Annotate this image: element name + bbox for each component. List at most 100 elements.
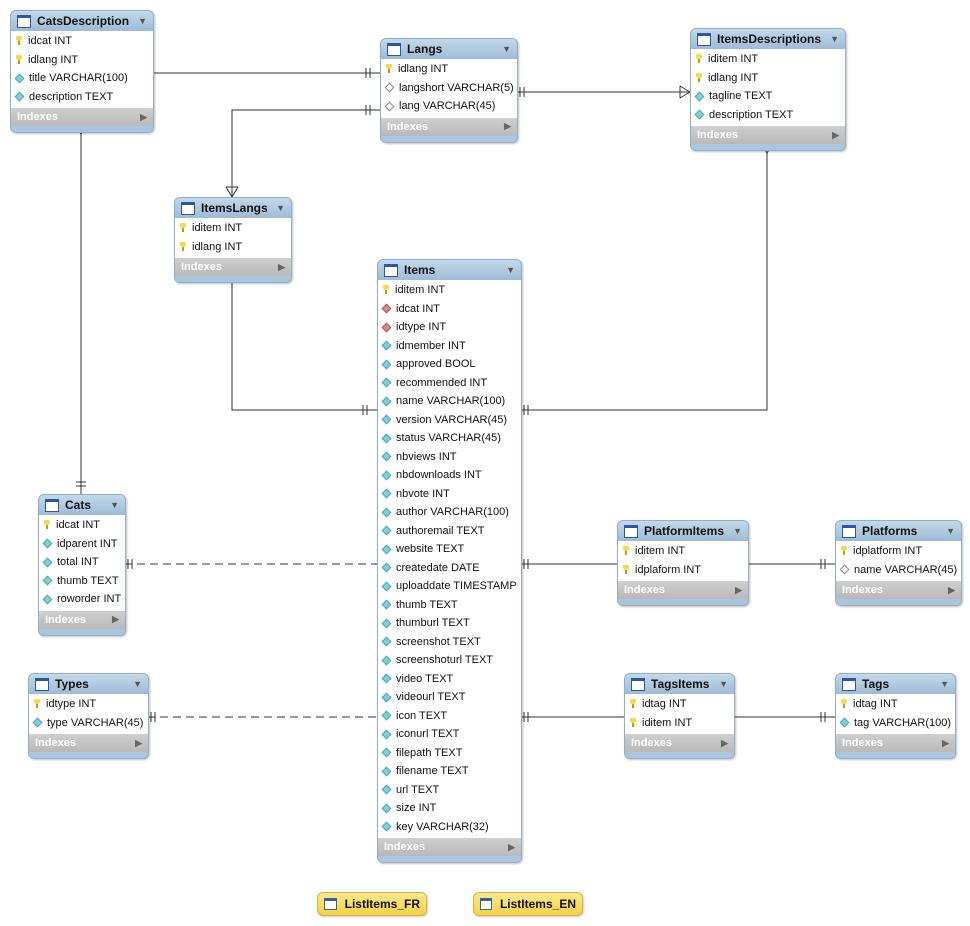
collapse-arrow-icon[interactable]: ▼: [138, 16, 147, 26]
collapse-arrow-icon[interactable]: ▼: [940, 679, 949, 689]
view-listitems-fr[interactable]: ListItems_FR: [317, 892, 427, 916]
table-header[interactable]: Tags ▼: [836, 674, 955, 694]
column-row[interactable]: idcat INT: [378, 300, 521, 319]
column-row[interactable]: thumb TEXT: [39, 572, 125, 591]
column-row[interactable]: iconurl TEXT: [378, 725, 521, 744]
column-row[interactable]: idmember INT: [378, 337, 521, 356]
column-row[interactable]: screenshoturl TEXT: [378, 651, 521, 670]
column-row[interactable]: authoremail TEXT: [378, 522, 521, 541]
collapse-arrow-icon[interactable]: ▼: [830, 34, 839, 44]
expand-arrow-icon[interactable]: ▶: [942, 737, 949, 748]
column-row[interactable]: size INT: [378, 799, 521, 818]
collapse-arrow-icon[interactable]: ▼: [276, 203, 285, 213]
expand-arrow-icon[interactable]: ▶: [140, 111, 147, 122]
column-row[interactable]: approved BOOL: [378, 355, 521, 374]
collapse-arrow-icon[interactable]: ▼: [133, 679, 142, 689]
column-row[interactable]: video TEXT: [378, 670, 521, 689]
column-row[interactable]: description TEXT: [11, 88, 153, 107]
column-row[interactable]: idtype INT: [378, 318, 521, 337]
column-row[interactable]: nbdownloads INT: [378, 466, 521, 485]
collapse-arrow-icon[interactable]: ▼: [733, 526, 742, 536]
column-row[interactable]: idtag INT: [836, 695, 955, 714]
table-header[interactable]: Items ▼: [378, 260, 521, 280]
column-row[interactable]: thumb TEXT: [378, 596, 521, 615]
column-row[interactable]: recommended INT: [378, 374, 521, 393]
column-row[interactable]: name VARCHAR(45): [836, 561, 961, 580]
column-row[interactable]: idlang INT: [381, 60, 517, 79]
table-header[interactable]: TagsItems ▼: [625, 674, 734, 694]
column-row[interactable]: description TEXT: [691, 106, 845, 125]
column-row[interactable]: status VARCHAR(45): [378, 429, 521, 448]
column-row[interactable]: idlang INT: [175, 238, 291, 257]
column-row[interactable]: idplatform INT: [836, 542, 961, 561]
column-row[interactable]: iditem INT: [691, 50, 845, 69]
column-row[interactable]: roworder INT: [39, 590, 125, 609]
column-row[interactable]: langshort VARCHAR(5): [381, 79, 517, 98]
column-row[interactable]: iditem INT: [378, 281, 521, 300]
column-row[interactable]: author VARCHAR(100): [378, 503, 521, 522]
expand-arrow-icon[interactable]: ▶: [112, 614, 119, 624]
collapse-arrow-icon[interactable]: ▼: [110, 500, 119, 510]
column-row[interactable]: iditem INT: [625, 714, 734, 733]
expand-arrow-icon[interactable]: ▶: [832, 129, 839, 140]
indexes-bar[interactable]: Indexes▶: [29, 734, 148, 752]
column-row[interactable]: thumburl TEXT: [378, 614, 521, 633]
indexes-bar[interactable]: Indexes▶: [39, 610, 125, 629]
column-row[interactable]: nbviews INT: [378, 448, 521, 467]
collapse-arrow-icon[interactable]: ▼: [946, 526, 955, 536]
column-row[interactable]: idparent INT: [39, 535, 125, 554]
column-row[interactable]: url TEXT: [378, 781, 521, 800]
column-row[interactable]: type VARCHAR(45): [29, 714, 148, 733]
column-row[interactable]: createdate DATE: [378, 559, 521, 578]
column-row[interactable]: idcat INT: [39, 516, 125, 535]
collapse-arrow-icon[interactable]: ▼: [506, 265, 515, 275]
column-row[interactable]: idtype INT: [29, 695, 148, 714]
expand-arrow-icon[interactable]: ▶: [735, 584, 742, 595]
column-row[interactable]: website TEXT: [378, 540, 521, 559]
expand-arrow-icon[interactable]: ▶: [135, 737, 142, 748]
table-header[interactable]: PlatformItems ▼: [618, 521, 748, 541]
table-header[interactable]: CatsDescription ▼: [11, 11, 153, 31]
table-header[interactable]: ItemsDescriptions ▼: [691, 29, 845, 49]
column-row[interactable]: uploaddate TIMESTAMP: [378, 577, 521, 596]
column-row[interactable]: version VARCHAR(45): [378, 411, 521, 430]
table-header[interactable]: Langs ▼: [381, 39, 517, 59]
column-row[interactable]: name VARCHAR(100): [378, 392, 521, 411]
column-row[interactable]: title VARCHAR(100): [11, 69, 153, 88]
column-row[interactable]: iditem INT: [175, 219, 291, 238]
column-row[interactable]: idcat INT: [11, 32, 153, 51]
indexes-bar[interactable]: Indexes▶: [691, 126, 845, 144]
column-row[interactable]: iditem INT: [618, 542, 748, 561]
column-row[interactable]: videourl TEXT: [378, 688, 521, 707]
table-header[interactable]: Types ▼: [29, 674, 148, 694]
column-row[interactable]: lang VARCHAR(45): [381, 97, 517, 116]
column-row[interactable]: screenshot TEXT: [378, 633, 521, 652]
indexes-bar[interactable]: Indexes▶: [836, 581, 961, 599]
indexes-bar[interactable]: Indexes▶: [11, 108, 153, 126]
column-row[interactable]: idlang INT: [11, 51, 153, 70]
column-row[interactable]: idplaform INT: [618, 561, 748, 580]
table-header[interactable]: Platforms ▼: [836, 521, 961, 541]
expand-arrow-icon[interactable]: ▶: [508, 841, 515, 852]
expand-arrow-icon[interactable]: ▶: [721, 737, 728, 748]
indexes-bar[interactable]: Indexes▶: [625, 734, 734, 752]
expand-arrow-icon[interactable]: ▶: [948, 584, 955, 595]
column-row[interactable]: idlang INT: [691, 69, 845, 88]
indexes-bar[interactable]: Indexes▶: [381, 117, 517, 136]
indexes-bar[interactable]: Indexes▶: [618, 581, 748, 599]
collapse-arrow-icon[interactable]: ▼: [719, 679, 728, 689]
column-row[interactable]: filename TEXT: [378, 762, 521, 781]
table-header[interactable]: Cats ▼: [39, 495, 125, 515]
view-listitems-en[interactable]: ListItems_EN: [473, 892, 583, 916]
column-row[interactable]: tag VARCHAR(100): [836, 714, 955, 733]
column-row[interactable]: filepath TEXT: [378, 744, 521, 763]
